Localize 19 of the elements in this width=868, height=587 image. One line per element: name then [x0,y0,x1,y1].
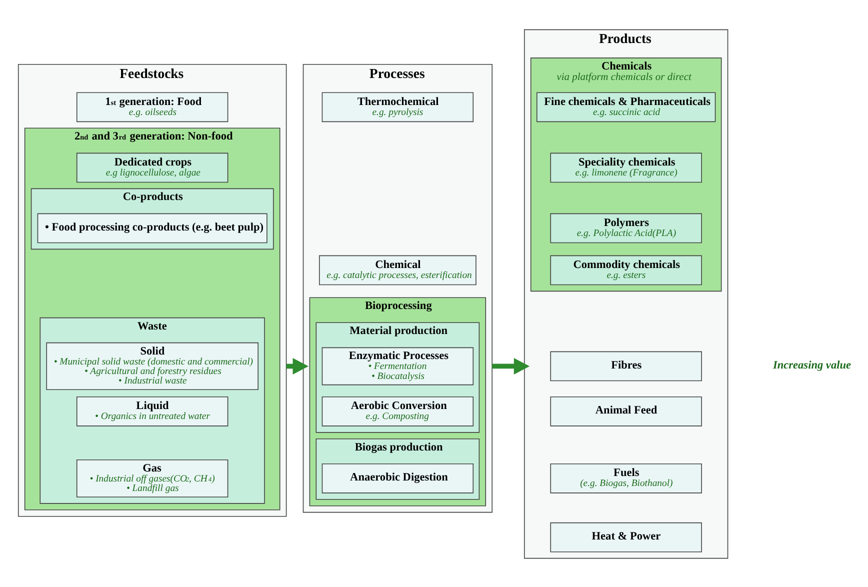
node-box: Solid • Municipal solid waste (domestic and commercial) • Agricultural and forestry residues • Industrial waste [46,342,258,390]
node-box: Chemical e.g. catalytic processes, esterification [319,254,476,285]
arrow [492,357,530,374]
node-box: Liquid • Organics in untreated water [76,396,228,426]
node-box: Heat & Power [550,522,702,552]
node-box: • Food processing co-products (e.g. beet pulp) [37,212,268,243]
node-box: Thermochemical e.g. pyrolysis [322,92,474,122]
node-box: Enzymatic Processes • Fermentation • Biocatalysis [322,346,474,385]
label: Increasing value [772,358,852,371]
node-box: Speciality chemicals e.g. limonene (Fragrance) [550,152,702,182]
node-box: Commodity chemicals e.g. esters [550,254,702,285]
node-box: Aerobic Conversion e.g. Composting [322,396,474,426]
node-box: Fuels (e.g. Biogas, Biothanol) [550,462,702,493]
node-box: Animal Feed [550,396,702,426]
node-box: Fibres [550,350,702,381]
node-box: Dedicated crops e.g lignocellulose, algae [76,152,228,182]
node-box: Anaerobic Digestion [322,462,474,493]
node-box: Fine chemicals & Pharmaceuticals e.g. succinic acid [536,92,716,122]
node-box: Polymers e.g. Polylactic Acid(PLA) [550,212,702,243]
